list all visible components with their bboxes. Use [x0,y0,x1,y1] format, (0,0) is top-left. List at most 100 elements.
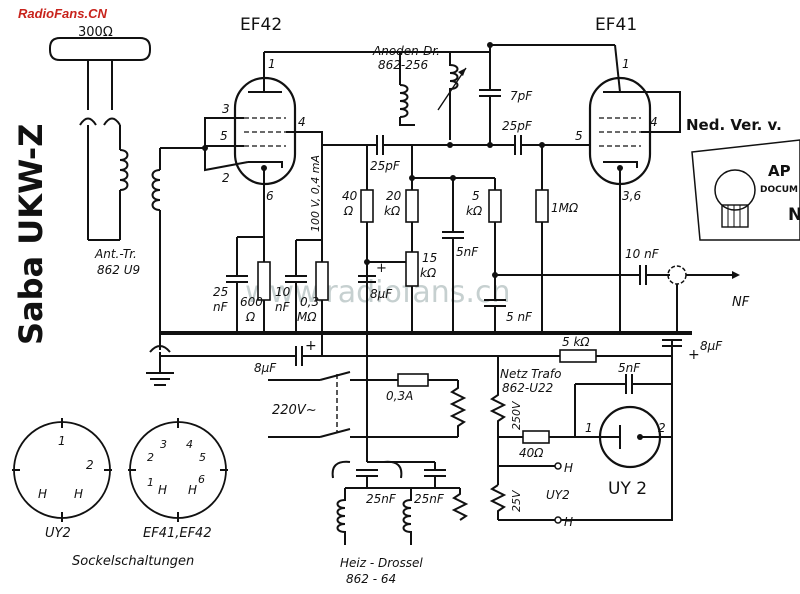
nf-arrow [732,271,740,279]
ned-label: Ned. Ver. v. [686,116,782,134]
c8uf-right-plus: + [688,347,700,363]
cap-8uf-low: 8μF [254,361,277,375]
ef42-pin1: 1 [268,57,276,71]
socket-uy2-h1: H [38,487,47,501]
ef42-pin6: 6 [266,189,274,203]
volt-25: 25V [510,489,523,512]
socket-ef-pin4: 4 [186,438,193,451]
junction-mid2 [487,142,493,148]
volt-250: 250V [510,400,523,430]
res-03m-value: 0,3 [300,295,319,309]
junction-mid [447,142,453,148]
tuning-arrow [437,67,467,111]
resistor-5k-bottom [559,349,597,363]
cap-25nf-value: 25 [213,285,228,299]
res-1m: 1MΩ [551,201,579,215]
ef42-pin3: 3 [222,102,230,116]
heater-return [561,440,673,521]
socket-caption: Sockelschaltungen [72,554,194,569]
ef42-label: EF42 [240,15,282,35]
heater-h1-terminal [554,462,562,470]
stamp-graphic: AP DOCUM N [691,139,800,241]
tuned-coil [449,52,459,140]
res-03m-unit: MΩ [297,310,317,324]
ef41-pin5: 5 [575,129,583,143]
c8uf-low-plus: + [305,338,317,354]
ef42-pin3-wire [204,117,244,148]
heiz-loop-left [331,460,351,479]
ef42-pin2: 2 [222,171,230,185]
resistor-15-kohm [405,251,419,287]
uy2-pin2: 2 [658,421,666,435]
cap-5nf-right: 5nF [618,361,641,375]
cap-7pf: 7pF [510,89,533,103]
res-40ohm-label: 40Ω [519,446,544,460]
socket-ef-h1: H [158,483,167,497]
voltage-label: 100 V, 0,4 mA [309,155,322,232]
res-20k-value: 20 [386,189,402,203]
ef41-pin36: 3,6 [622,189,641,203]
res-600-unit: Ω [245,310,256,324]
socket-uy2 [12,418,112,522]
nf-jack[interactable] [667,265,687,285]
heiz-part: 862 - 64 [346,572,396,586]
cap-25nf-unit: nF [213,300,229,314]
ant-tr-part: 862 U9 [97,263,140,277]
ant-tr-primary-coil [119,149,129,191]
anode-choke-part: 862-256 [378,58,429,72]
cap-8uf-mid: 8μF [370,287,393,301]
watermark-logo: RadioFans.CN [18,6,107,21]
ant-tr-secondary-coil [151,169,161,211]
ef42-pin4: 4 [298,115,306,129]
res-5k-value: 5 [472,189,480,203]
fuse-label: 0,3A [386,389,413,403]
antenna-jack-right [103,117,121,126]
trafo-secondary [489,484,507,520]
transformer-part: 862-U22 [502,381,553,395]
fuse-0-3a [397,373,429,387]
cap-5nf-a: 5nF [456,245,479,259]
ground-arc [149,345,171,353]
res-600-value: 600 [240,295,263,309]
ef42-pin2-wire [204,148,249,172]
antenna-ohm-label: 300Ω [78,25,113,40]
resistor-40-ohm [360,189,374,223]
heiz-resistor [451,488,469,521]
resistor-1-mohm [535,189,549,223]
trafo-primary [489,356,507,437]
uy2-cathode [637,434,643,440]
tuning-arrow-head [458,68,466,76]
resistor-5-kohm [488,189,502,223]
socket-ef-pin3: 3 [160,438,167,451]
cap-25pf-right: 25pF [502,119,533,133]
cap-10nf: 10 nF [625,247,660,261]
ef41-pin4-wire [637,91,681,133]
ef41-label: EF41 [595,15,637,35]
uy2-heater-label: UY2 [546,488,570,502]
socket-ef-h2: H [188,483,197,497]
resistor-20-kohm [405,189,419,223]
mains-voltage: 220V~ [272,403,317,418]
resistor-40-ohm-hv [522,430,550,444]
res-5k-unit: kΩ [466,204,483,218]
ghost-watermark: www.radiofans.cn [245,275,510,310]
ef42-pin4-wire [286,131,323,240]
socket-ef-pin6: 6 [198,473,205,486]
socket-uy2-pin1: 1 [58,434,66,448]
heiz-choke-1 [336,488,346,545]
transformer-name: Netz Trafo [500,367,561,381]
nf-label: NF [732,295,750,310]
res-40-value: 40 [342,189,358,203]
ground-symbol [146,372,174,386]
junction-5nf [450,175,456,181]
dropper-resistor [449,380,467,437]
switch-blade-2[interactable] [319,428,351,438]
cap-10nf-grid-value: 10 [275,285,291,299]
socket-uy2-pin2: 2 [86,458,94,472]
cap-8uf-right: 8μF [700,339,723,353]
res-15k-value: 15 [422,251,437,265]
antenna-dipole [49,37,151,61]
socket-uy2-h2: H [74,487,83,501]
switch-blade-1[interactable] [319,371,351,381]
